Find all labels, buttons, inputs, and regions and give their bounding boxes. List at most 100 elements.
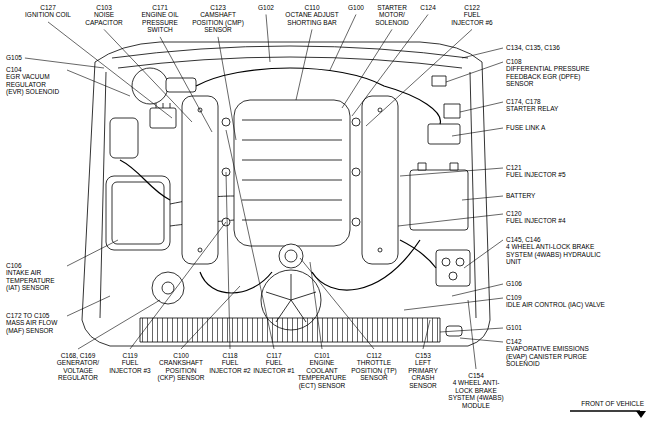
callout-group: C118FUEL INJECTOR #2 — [209, 352, 251, 374]
callout-number: G101 — [506, 324, 522, 331]
leader-line — [67, 240, 118, 266]
callout-group: BATTERY — [506, 192, 535, 199]
callout-number: C120 — [506, 210, 566, 217]
callout-group: C112THROTTLE POSITION (TP) SENSOR — [350, 352, 398, 382]
part-name: FUEL INJECTOR #4 — [506, 217, 566, 224]
valve-cover-bolt — [198, 248, 202, 252]
leader-line — [310, 262, 322, 349]
callout-group: C104EGR VACUUM REGULATOR (EVR) SOLENOID — [6, 66, 64, 96]
callout-number: C103 — [77, 4, 131, 11]
callout-number: C154 — [448, 372, 504, 379]
brake-booster — [132, 68, 168, 104]
part-name: EGR VACUUM REGULATOR (EVR) SOLENOID — [6, 73, 64, 95]
abs-valve — [456, 258, 464, 266]
callout-number: C153 — [400, 352, 446, 359]
leader-line — [67, 70, 130, 96]
coolant-reservoir — [110, 118, 138, 158]
callout-number: C172 TO C105 — [6, 312, 64, 319]
callout-number: G106 — [506, 280, 522, 287]
callout-group: C134, C135, C136 — [506, 44, 560, 51]
abs-valve — [442, 258, 450, 266]
abs-hydraulic-unit — [436, 250, 470, 286]
part-name: CRANKSHAFT POSITION (CKP) SENSOR — [156, 359, 206, 381]
callout-number: G102 — [255, 4, 277, 11]
fuel-injector — [222, 118, 230, 126]
fuel-injector — [352, 118, 360, 126]
front-arrowhead — [636, 411, 646, 418]
leader-line — [460, 338, 503, 342]
leader-line — [423, 320, 430, 349]
leader-line — [226, 130, 274, 349]
leader-line — [462, 196, 503, 200]
callout-number: C117 — [253, 352, 295, 359]
battery — [410, 170, 468, 230]
starter-relay — [444, 104, 460, 118]
callout-group: C168, C169GENERATOR/ VOLTAGE REGULATOR — [52, 352, 104, 382]
callout-group: G106 — [506, 280, 522, 287]
leader-line — [446, 62, 503, 82]
part-name: LEFT PRIMARY CRASH SENSOR — [400, 359, 446, 389]
part-name: MASS AIR FLOW (MAF) SENSOR — [6, 319, 64, 334]
callout-group: C124 — [416, 4, 440, 11]
part-name: FUSE LINK A — [506, 124, 545, 131]
leader-line — [366, 29, 472, 126]
callout-group: G101 — [506, 324, 522, 331]
callout-group: C172 TO C105MASS AIR FLOW (MAF) SENSOR — [6, 312, 64, 334]
callout-group: G102 — [255, 4, 277, 11]
callout-group: C145, C1464 WHEEL ANTI-LOCK BRAKE SYSTEM… — [506, 236, 606, 266]
callout-group: C171ENGINE OIL PRESSURE SWITCH — [135, 4, 185, 34]
callout-number: C134, C135, C136 — [506, 44, 560, 51]
leader-line — [25, 58, 104, 68]
leader-line — [352, 14, 428, 116]
callout-group: C127IGNITION COIL — [24, 4, 72, 19]
part-name: 4 WHEEL ANTI-LOCK BRAKE SYSTEM (4WABS) M… — [448, 379, 504, 409]
leader-line — [266, 14, 270, 62]
callout-group: STARTER MOTOR/ SOLENOID — [370, 4, 414, 26]
leader-line — [452, 284, 503, 296]
throttle-plate — [285, 250, 297, 262]
callout-group: C120FUEL INJECTOR #4 — [506, 210, 566, 225]
leader-line — [300, 258, 374, 349]
part-name: FUEL INJECTOR #2 — [209, 359, 251, 374]
part-name: STARTER RELAY — [506, 105, 558, 112]
callout-group: C122FUEL INJECTOR #6 — [447, 4, 497, 26]
callout-group: C153LEFT PRIMARY CRASH SENSOR — [400, 352, 446, 389]
leader-line — [404, 298, 503, 310]
front-arrow — [570, 411, 646, 418]
leader-line — [48, 22, 172, 118]
leader-line — [226, 172, 230, 349]
leader-line — [104, 29, 192, 122]
callout-group: C119FUEL INJECTOR #3 — [107, 352, 153, 374]
part-name: NOISE CAPACITOR — [77, 11, 131, 26]
callout-group: C103NOISE CAPACITOR — [77, 4, 131, 26]
leader-line — [400, 168, 503, 176]
leader-line — [460, 102, 503, 112]
callout-number: C171 — [135, 4, 185, 11]
callout-group: C1544 WHEEL ANTI-LOCK BRAKE SYSTEM (4WAB… — [448, 372, 504, 409]
leader-line — [78, 300, 160, 349]
firewall — [112, 46, 468, 68]
air-cleaner — [106, 176, 170, 250]
part-name: INTAKE AIR TEMPERATURE (IAT) SENSOR — [6, 269, 64, 291]
callout-group: C106INTAKE AIR TEMPERATURE (IAT) SENSOR — [6, 262, 64, 292]
engine-bay-outline — [82, 42, 490, 346]
part-name: STARTER MOTOR/ SOLENOID — [370, 4, 414, 26]
fan-blades — [266, 274, 316, 322]
plenum-ribs — [242, 120, 342, 220]
battery-terminal — [418, 163, 426, 170]
valve-cover — [182, 96, 218, 264]
valve-cover-bolt — [378, 108, 382, 112]
part-name: CAMSHAFT POSITION (CMP) SENSOR — [190, 11, 246, 33]
part-name: 4 WHEEL ANTI-LOCK BRAKE SYSTEM (4WABS) H… — [506, 243, 606, 265]
valve-cover-bolt — [378, 248, 382, 252]
radiator — [140, 318, 440, 342]
part-name: IGNITION COIL — [24, 11, 72, 18]
part-name: THROTTLE POSITION (TP) SENSOR — [350, 359, 398, 381]
callout-group: FRONT OF VEHICLE — [572, 400, 644, 407]
dpfe-sensor — [432, 76, 446, 86]
callout-number: C145, C146 — [506, 236, 606, 243]
callout-number: C108 — [506, 58, 606, 65]
throttle-body — [279, 244, 303, 268]
leader-line — [160, 37, 212, 132]
leader-line — [398, 214, 503, 226]
